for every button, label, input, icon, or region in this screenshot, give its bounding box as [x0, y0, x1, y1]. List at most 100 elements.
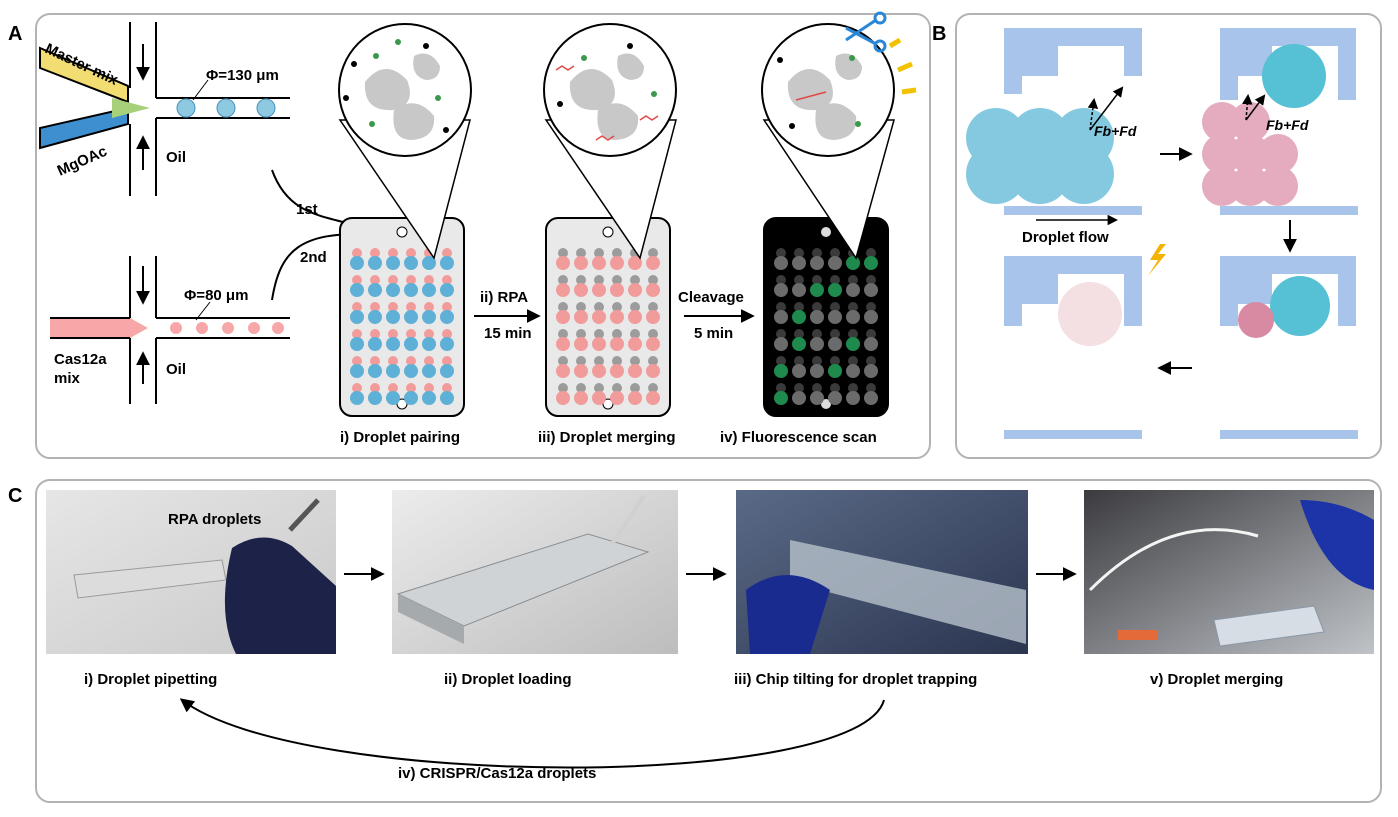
droplet-rpa — [386, 310, 400, 324]
droplet-small — [794, 248, 804, 258]
oil-label-bottom: Oil — [166, 361, 186, 378]
magnifier-1 — [338, 23, 472, 260]
droplet-fluorescent — [846, 391, 860, 405]
droplet-fluorescent — [864, 364, 878, 378]
droplet-cas12a — [370, 248, 380, 258]
droplet-small — [558, 329, 568, 339]
droplet-small — [630, 275, 640, 285]
droplet-merged — [592, 310, 606, 324]
droplet-merged — [592, 364, 606, 378]
droplet-merged — [628, 364, 642, 378]
droplet-fluorescent — [864, 283, 878, 297]
droplet-fluorescent — [828, 310, 842, 324]
droplet-merged — [610, 256, 624, 270]
droplet-small — [776, 275, 786, 285]
dashed-arrow-2 — [1242, 93, 1253, 121]
droplet-merged — [628, 391, 642, 405]
droplet-small — [848, 275, 858, 285]
droplet-small — [794, 275, 804, 285]
droplet-rpa — [350, 391, 364, 405]
droplet-small — [830, 383, 840, 393]
droplet-merged — [574, 283, 588, 297]
droplet-fluorescent — [810, 256, 824, 270]
cas12a-label: Cas12a — [54, 351, 107, 368]
droplet-small — [848, 329, 858, 339]
droplet-small — [648, 302, 658, 312]
droplet-cas12a — [370, 302, 380, 312]
droplet-small — [812, 356, 822, 366]
trap-top-left — [1004, 28, 1142, 215]
droplet-rpa — [440, 310, 454, 324]
droplet-merged — [628, 256, 642, 270]
droplet-cas12a — [388, 329, 398, 339]
panel-b-letter: B — [932, 23, 946, 45]
droplet-small — [830, 329, 840, 339]
droplet-small — [558, 275, 568, 285]
droplet-merged — [574, 391, 588, 405]
droplet-small — [576, 383, 586, 393]
force-label-2: Fb+Fd — [1266, 117, 1309, 133]
droplet-fluorescent — [792, 391, 806, 405]
droplet-fluorescent — [774, 310, 788, 324]
droplet-cas12a — [424, 383, 434, 393]
droplet-cas12a — [388, 356, 398, 366]
c-loop-arrow — [179, 698, 885, 769]
droplet-rpa — [404, 310, 418, 324]
droplet-fluorescent — [792, 364, 806, 378]
droplet-cas12a — [370, 275, 380, 285]
droplet-rpa — [350, 364, 364, 378]
droplet-merged — [556, 337, 570, 351]
oil-label-top: Oil — [166, 149, 186, 166]
droplet-small — [576, 302, 586, 312]
cleavage-label: Cleavage — [678, 289, 744, 306]
droplet-rpa — [350, 310, 364, 324]
droplet-small — [594, 248, 604, 258]
droplet-fluorescent — [792, 256, 806, 270]
step-5-label: v) Droplet merging — [1150, 671, 1283, 688]
droplet-small — [612, 356, 622, 366]
step-1-label: i) Droplet pipetting — [84, 671, 217, 688]
droplet-fluorescent — [810, 283, 824, 297]
droplet-rpa — [386, 391, 400, 405]
droplet-rpa — [404, 337, 418, 351]
droplet-rpa — [440, 364, 454, 378]
droplet-rpa — [404, 256, 418, 270]
droplet-merged — [574, 310, 588, 324]
t-junction-bottom — [50, 256, 290, 404]
droplet-fluorescent — [792, 283, 806, 297]
droplet-cas12a — [370, 329, 380, 339]
droplet-merged — [592, 256, 606, 270]
droplet-small — [776, 302, 786, 312]
droplet-small — [830, 302, 840, 312]
droplet-cas12a — [388, 383, 398, 393]
droplet-small — [612, 302, 622, 312]
droplet-cas12a — [370, 383, 380, 393]
droplet-small — [812, 302, 822, 312]
droplet-small — [776, 329, 786, 339]
droplet-cas12a — [424, 302, 434, 312]
droplet-merged — [646, 256, 660, 270]
droplet-merged — [646, 283, 660, 297]
droplet-small — [812, 329, 822, 339]
droplet-small — [630, 329, 640, 339]
droplet-small — [558, 383, 568, 393]
droplet-fluorescent — [846, 256, 860, 270]
droplet-small — [866, 383, 876, 393]
droplet-small — [576, 356, 586, 366]
droplet-rpa — [368, 391, 382, 405]
droplet-small — [612, 248, 622, 258]
droplet-small — [648, 329, 658, 339]
droplet-fluorescent — [846, 364, 860, 378]
droplet-small — [776, 356, 786, 366]
droplet-rpa — [422, 337, 436, 351]
droplet-cas12a — [406, 356, 416, 366]
phi-130-label: Φ=130 μm — [206, 67, 279, 84]
droplet-cas12a — [352, 329, 362, 339]
photo-droplet-merging — [1084, 490, 1374, 654]
panel-c-frame — [35, 479, 1382, 803]
droplet-small — [866, 302, 876, 312]
droplet-cas12a — [442, 329, 452, 339]
droplet-fluorescent — [846, 337, 860, 351]
droplet-fluorescent — [828, 256, 842, 270]
